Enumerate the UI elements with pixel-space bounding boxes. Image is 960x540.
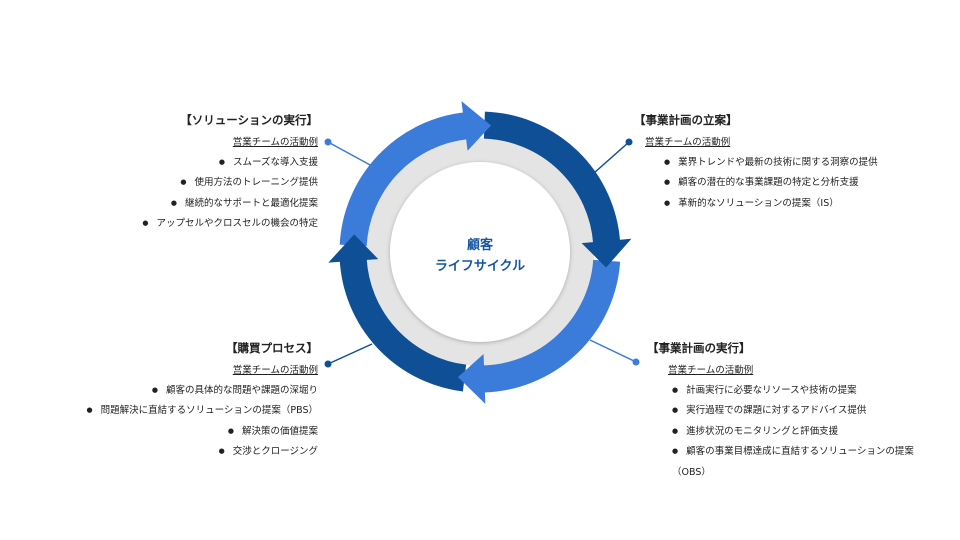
list-item: 継続的なサポートと最適化提案 xyxy=(142,194,318,215)
arrow-solution-execution-arc xyxy=(339,112,469,247)
list-item: 進捗状況のモニタリングと評価支援 xyxy=(672,422,914,443)
section-subtitle: 営業チームの活動例 xyxy=(232,365,318,376)
arrow-business-planning-head-icon xyxy=(581,238,632,268)
connector-solution-execution xyxy=(327,141,373,167)
section-subtitle: 営業チームの活動例 xyxy=(645,137,731,148)
connector-business-planning xyxy=(593,141,630,174)
center-label: 顧客 ライフサイクル xyxy=(380,235,580,277)
section-solution-execution: 【ソリューションの実行】 営業チームの活動例 スムーズな導入支援 使用方法のトレ… xyxy=(142,110,318,235)
list-item: 交渉とクロージング xyxy=(86,442,318,463)
list-item: アップセルやクロスセルの機会の特定 xyxy=(142,214,318,235)
list-item: 計画実行に必要なリソースや技術の提案 xyxy=(672,381,914,402)
list-item: 問題解決に直結するソリューションの提案（PBS） xyxy=(86,401,318,422)
center-subtitle: ライフサイクル xyxy=(434,259,526,274)
list-item: 実行過程での課題に対するアドバイス提供 xyxy=(672,401,914,422)
list-item: 使用方法のトレーニング提供 xyxy=(142,173,318,194)
arrow-solution-execution-head-icon xyxy=(461,101,492,151)
section-business-planning: 【事業計画の立案】 営業チームの活動例 業界トレンドや最新の技術に関する洞察の提… xyxy=(634,110,878,214)
list-item: スムーズな導入支援 xyxy=(142,153,318,174)
connector-business-planning-dot xyxy=(625,138,633,146)
list-item: 顧客の具体的な問題や課題の深堀り xyxy=(86,381,318,402)
list-item: 革新的なソリューションの提案（IS） xyxy=(664,194,878,215)
list-item: 解決策の価値提案 xyxy=(86,422,318,443)
list-item: 顧客の事業目標達成に直結するソリューションの提案 xyxy=(672,442,914,463)
connector-business-execution-dot xyxy=(632,358,640,366)
section-subtitle: 営業チームの活動例 xyxy=(232,137,318,148)
section-business-execution: 【事業計画の実行】 営業チームの活動例 計画実行に必要なリソースや技術の提案 実… xyxy=(647,338,914,483)
center-disk xyxy=(390,162,570,342)
arrow-business-execution-arc xyxy=(481,259,621,393)
arrow-purchase-process-arc xyxy=(339,257,467,392)
list-item-continuation: （OBS） xyxy=(672,466,711,478)
connector-purchase-process xyxy=(327,343,373,365)
list-item: 業界トレンドや最新の技術に関する洞察の提供 xyxy=(664,153,878,174)
arrow-business-planning-arc xyxy=(483,111,621,245)
section-title: 【事業計画の実行】 xyxy=(647,341,751,355)
list-item: 顧客の潜在的な事業課題の特定と分析支援 xyxy=(664,173,878,194)
arrow-business-execution-head-icon xyxy=(457,353,486,404)
connector-business-execution xyxy=(589,339,637,363)
connector-solution-execution-dot xyxy=(324,138,332,146)
section-purchase-process: 【購買プロセス】 営業チームの活動例 顧客の具体的な問題や課題の深堀り 問題解決… xyxy=(86,338,318,463)
section-title: 【ソリューションの実行】 xyxy=(180,113,318,127)
center-title: 顧客 xyxy=(466,238,493,253)
section-title: 【購買プロセス】 xyxy=(226,341,318,355)
arrow-purchase-process-head-icon xyxy=(328,234,379,263)
section-subtitle: 営業チームの活動例 xyxy=(668,365,754,376)
section-title: 【事業計画の立案】 xyxy=(634,113,738,127)
connector-purchase-process-dot xyxy=(324,360,332,368)
